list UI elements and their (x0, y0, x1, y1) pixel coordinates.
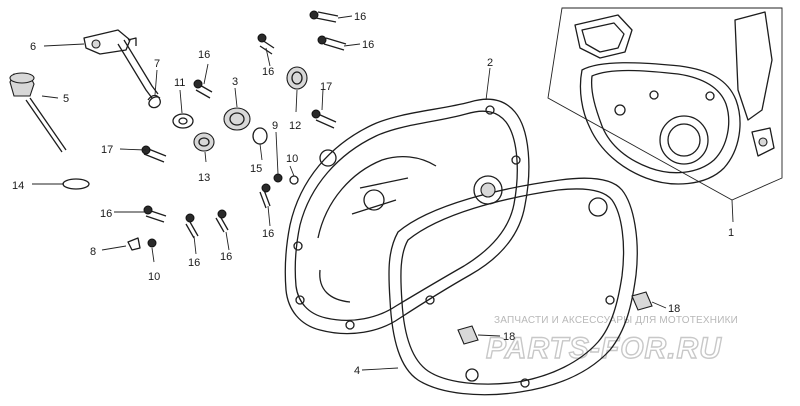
part-5-dipstick (9, 72, 67, 153)
label-part-18a: 18 (668, 303, 680, 315)
part-4-gasket (388, 177, 638, 396)
label-part-2: 2 (487, 57, 493, 69)
label-part-8: 8 (90, 246, 96, 258)
label-part-6: 6 (30, 41, 36, 53)
label-part-18b: 18 (503, 331, 515, 343)
leader-lines (32, 15, 734, 371)
label-part-10b: 10 (148, 271, 160, 283)
watermark-logo: PARTS-FOR.RU (486, 332, 722, 365)
small-parts (62, 10, 653, 345)
label-part-1: 1 (728, 227, 734, 239)
part-6-shift-arm (83, 29, 159, 99)
label-part-7: 7 (154, 58, 160, 70)
label-part-16h: 16 (262, 228, 274, 240)
label-part-9: 9 (272, 120, 278, 132)
label-part-3: 3 (232, 76, 238, 88)
label-part-16c: 16 (262, 66, 274, 78)
inset-box (547, 7, 783, 201)
label-part-10a: 10 (286, 153, 298, 165)
label-part-4: 4 (354, 365, 360, 377)
label-part-17a: 17 (320, 81, 332, 93)
part-2-clutch-cover (284, 98, 530, 335)
label-part-16f: 16 (188, 257, 200, 269)
label-part-12: 12 (289, 120, 301, 132)
label-part-16a: 16 (354, 11, 366, 23)
watermark-tagline: ЗАПЧАСТИ И АКСЕССУАРЫ ДЛЯ МОТОТЕХНИКИ (494, 315, 738, 326)
label-part-16e: 16 (100, 208, 112, 220)
label-part-5: 5 (63, 93, 69, 105)
label-part-14: 14 (12, 180, 24, 192)
label-part-16d: 16 (198, 49, 210, 61)
label-part-11: 11 (174, 77, 185, 89)
label-part-13: 13 (198, 172, 210, 184)
label-part-17b: 17 (101, 144, 113, 156)
label-part-16b: 16 (362, 39, 374, 51)
watermark: ЗАПЧАСТИ И АКСЕССУАРЫ ДЛЯ МОТОТЕХНИКИ PA… (485, 315, 738, 366)
label-part-15: 15 (250, 163, 262, 175)
label-part-16g: 16 (220, 251, 232, 263)
part-labels: 1 2 3 4 5 6 7 8 9 10 10 11 12 13 14 15 1… (12, 11, 734, 377)
